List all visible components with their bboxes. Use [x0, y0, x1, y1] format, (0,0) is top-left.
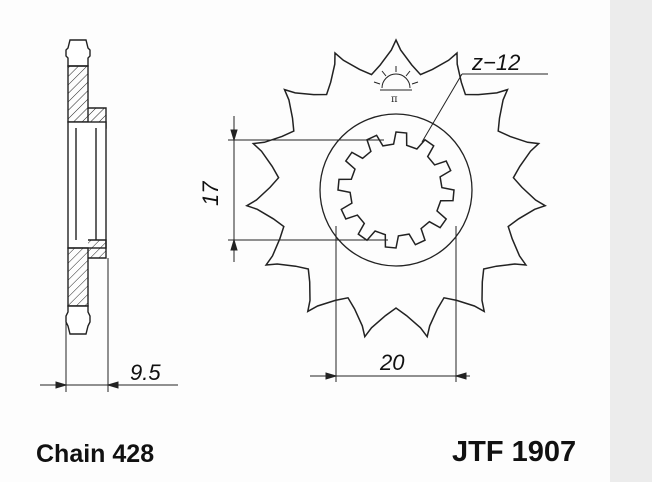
part-number-label: JTF 1907: [452, 436, 577, 468]
spline-height-label: 17: [198, 181, 223, 206]
sun-logo-icon: π: [373, 66, 419, 105]
sprocket-outline: [245, 38, 547, 339]
teeth-leader: [421, 73, 548, 143]
pitch-circle: [319, 113, 473, 267]
svg-text:π: π: [391, 94, 398, 105]
side-strip: [610, 0, 652, 482]
side-view: [65, 39, 109, 392]
width-dim-label: 9.5: [130, 360, 161, 385]
spline-height-dimension: [228, 116, 388, 262]
teeth-count-label: z−12: [471, 50, 520, 75]
spline-width-label: 20: [379, 350, 405, 375]
spline-bore: [337, 131, 455, 249]
width-dimension: [40, 381, 178, 389]
spline-width-dimension: [310, 226, 470, 382]
front-view: π: [245, 38, 547, 339]
chain-size-label: Chain 428: [36, 440, 155, 468]
